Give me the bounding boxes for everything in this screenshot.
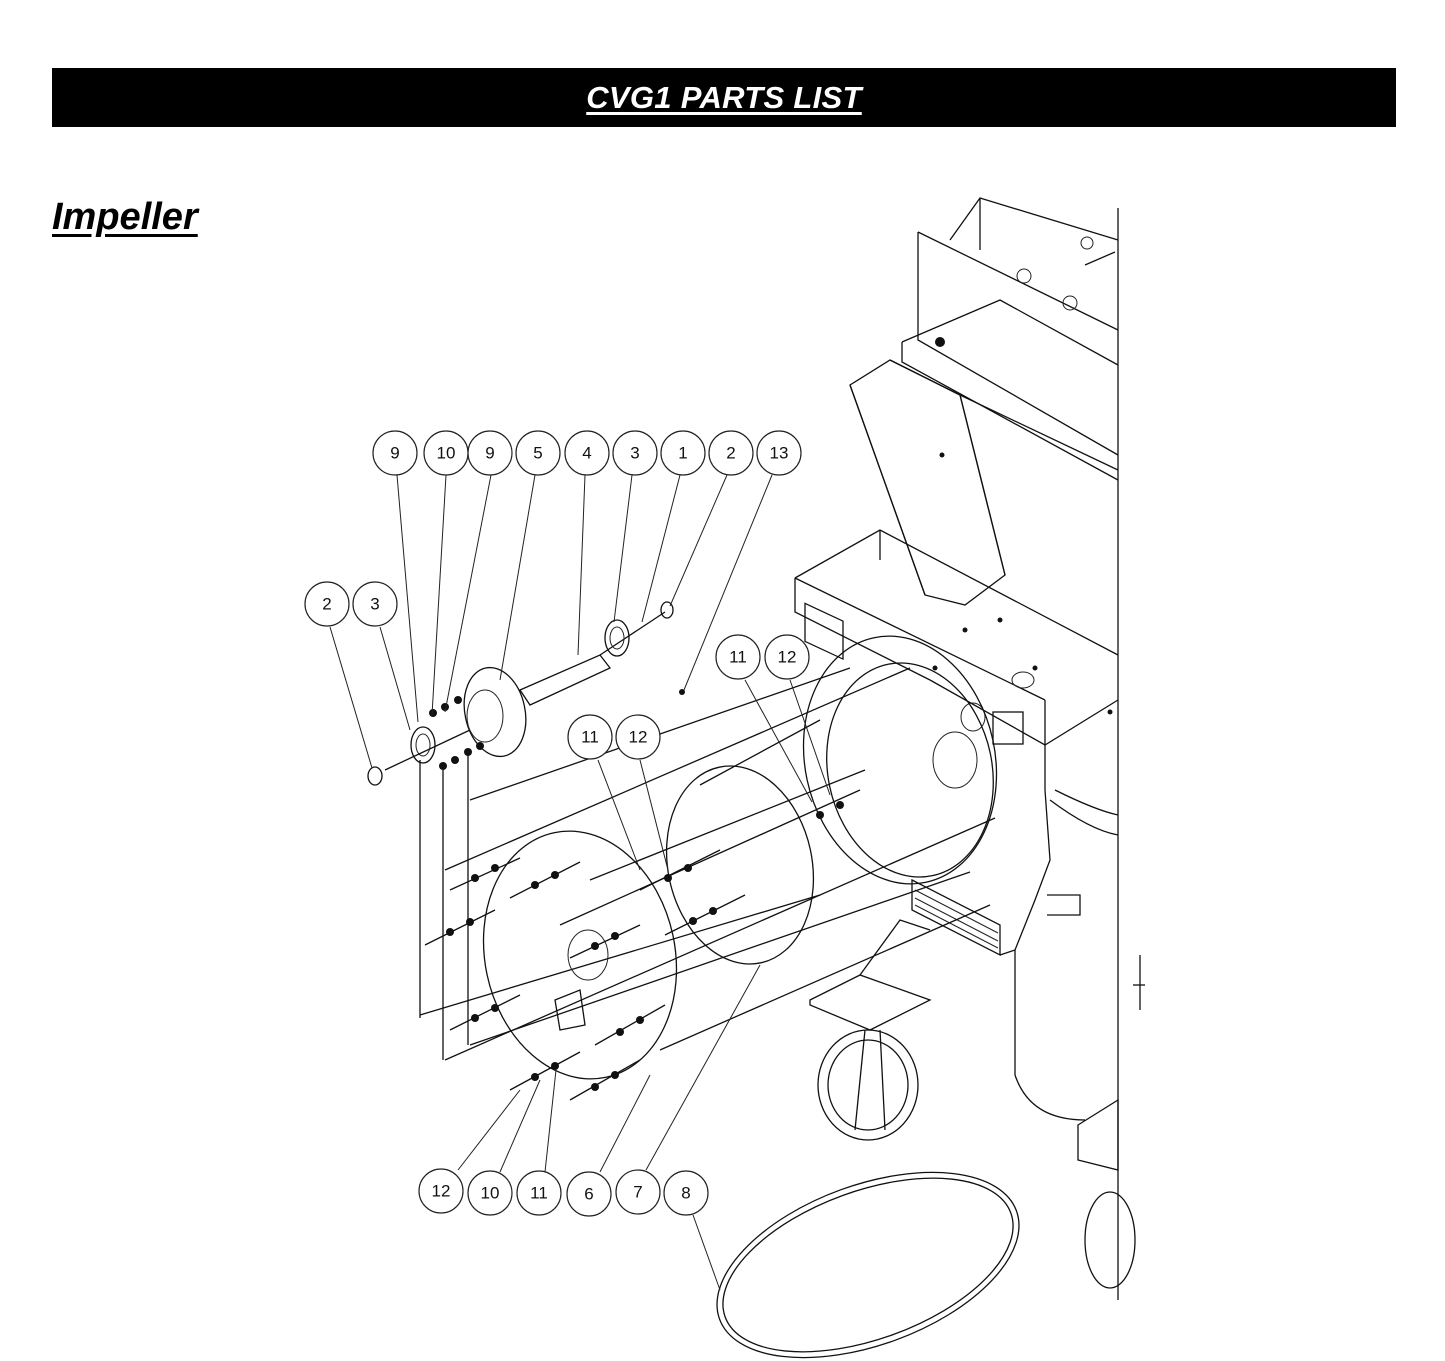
callout-3: 3 <box>352 581 398 627</box>
impeller-drum <box>419 635 998 1101</box>
callout-9: 9 <box>372 430 418 476</box>
page-title: CVG1 PARTS LIST <box>586 79 862 115</box>
callout-11: 11 <box>715 634 761 680</box>
callout-3: 3 <box>612 430 658 476</box>
callout-label: 3 <box>370 595 379 614</box>
shaft-assembly <box>367 601 685 1060</box>
callout-label: 2 <box>322 595 331 614</box>
section-heading: Impeller <box>52 196 198 238</box>
callout-9: 9 <box>467 430 513 476</box>
callout-2: 2 <box>304 581 350 627</box>
callout-label: 4 <box>582 444 591 463</box>
callout-label: 12 <box>778 648 797 667</box>
callout-label: 9 <box>390 444 399 463</box>
callout-label: 10 <box>481 1184 500 1203</box>
callout-13: 13 <box>756 430 802 476</box>
callout-label: 8 <box>681 1184 690 1203</box>
callout-2: 2 <box>708 430 754 476</box>
callout-6: 6 <box>566 1171 612 1217</box>
callout-label: 13 <box>770 444 789 463</box>
callout-label: 12 <box>432 1182 451 1201</box>
callout-label: 9 <box>485 444 494 463</box>
callout-8: 8 <box>663 1170 709 1216</box>
title-bar: CVG1 PARTS LIST <box>52 68 1396 127</box>
callout-label: 11 <box>581 728 599 747</box>
callout-1: 1 <box>660 430 706 476</box>
callout-label: 11 <box>530 1184 548 1203</box>
callout-10: 10 <box>467 1170 513 1216</box>
callout-label: 5 <box>533 444 542 463</box>
callout-10: 10 <box>423 430 469 476</box>
callout-11: 11 <box>567 714 613 760</box>
callout-5: 5 <box>515 430 561 476</box>
callout-11: 11 <box>516 1170 562 1216</box>
callout-label: 7 <box>633 1183 642 1202</box>
callout-label: 1 <box>678 444 687 463</box>
callout-12: 12 <box>418 1168 464 1214</box>
callout-12: 12 <box>615 714 661 760</box>
callout-label: 6 <box>584 1185 593 1204</box>
callout-label: 10 <box>437 444 456 463</box>
callout-label: 3 <box>630 444 639 463</box>
callout-label: 12 <box>629 728 648 747</box>
machine-frame <box>794 197 1145 1300</box>
callout-label: 2 <box>726 444 735 463</box>
callout-4: 4 <box>564 430 610 476</box>
callout-7: 7 <box>615 1169 661 1215</box>
drive-belt <box>716 1171 1020 1359</box>
callout-label: 11 <box>729 648 747 667</box>
leader-lines <box>329 474 831 1291</box>
callout-12: 12 <box>764 634 810 680</box>
